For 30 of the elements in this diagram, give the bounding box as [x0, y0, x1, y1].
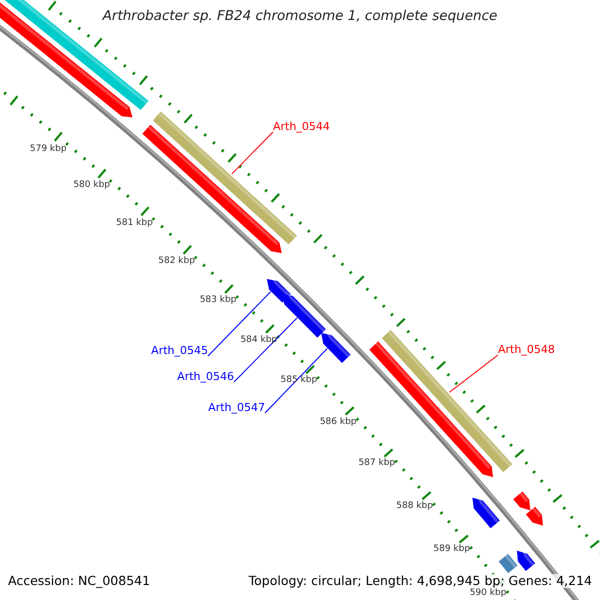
gene-label: Arth_0548 [498, 344, 555, 357]
scale-label: 581 kbp [116, 218, 153, 228]
leader-line [208, 291, 272, 356]
scale-label: 584 kbp [240, 334, 278, 346]
scale-label: 586 kbp [320, 416, 357, 427]
gene-feature [513, 492, 530, 510]
scale-label: 587 kbp [358, 458, 396, 469]
leader-line [234, 317, 298, 382]
scale-label: 583 kbp [200, 295, 236, 306]
leader-line [449, 354, 498, 393]
scale-label: 585 kbp [280, 375, 318, 386]
gene-label: Arth_0545 [151, 345, 208, 358]
scale-label: 579 kbp [30, 144, 67, 154]
gene-label: Arth_0547 [208, 402, 265, 415]
scale-label: 590 kbp [470, 588, 506, 598]
scale-label: 588 kbp [396, 500, 433, 512]
gene-feature [282, 290, 326, 338]
scale-label: 589 kbp [433, 544, 470, 554]
title: Arthrobacter sp. FB24 chromosome 1, complete sequence [101, 9, 498, 25]
gene-label: Arth_0546 [177, 371, 234, 384]
summary-text: Topology: circular; Length: 4,698,945 bp; Genes: 4,214 [248, 574, 592, 588]
scale-label: 582 kbp [158, 256, 195, 266]
leader-line [264, 348, 328, 414]
gene-feature [321, 329, 351, 363]
gene-feature [526, 506, 543, 526]
gene-feature [498, 554, 518, 574]
scale-label: 580 kbp [73, 180, 110, 191]
leader-line [231, 132, 274, 174]
accession-text: Accession: NC_008541 [8, 574, 150, 588]
gene-label: Arth_0544 [273, 121, 330, 134]
